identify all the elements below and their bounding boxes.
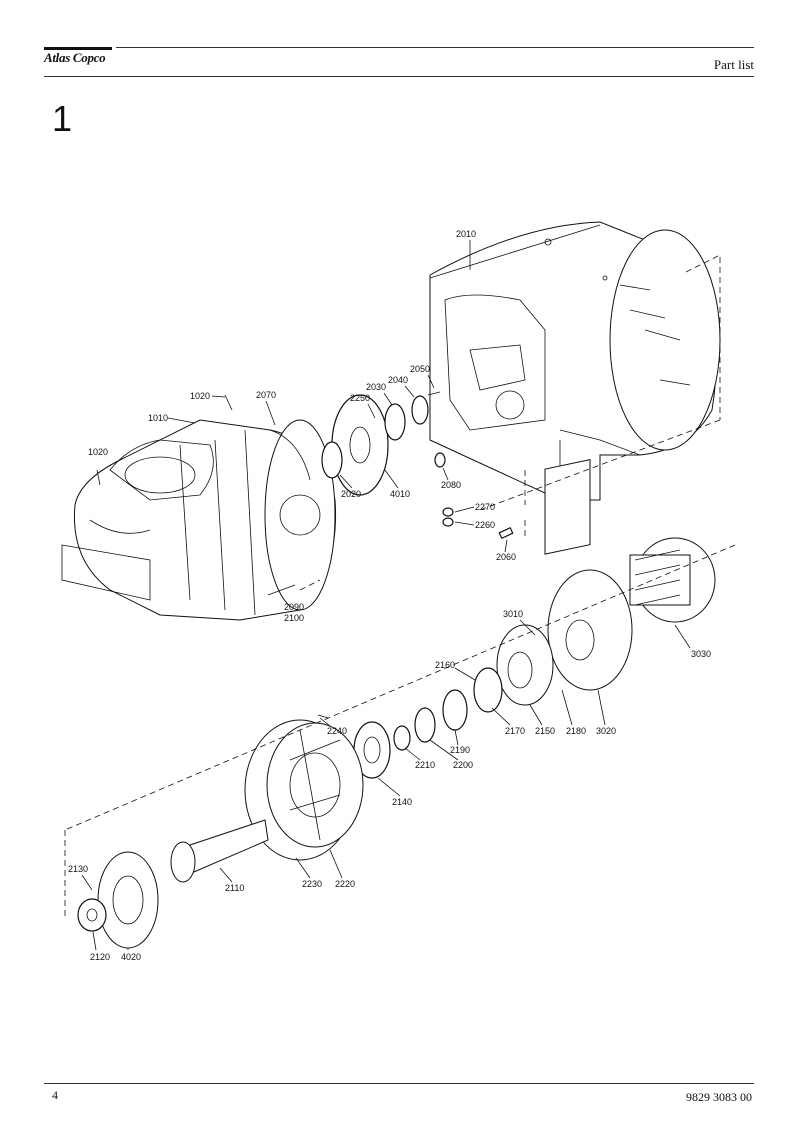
callout-2030: 2030 <box>366 382 386 392</box>
callout-2260: 2260 <box>475 520 495 530</box>
callout-3020: 3020 <box>596 726 616 736</box>
callout-2270: 2270 <box>475 502 495 512</box>
callout-2220: 2220 <box>335 879 355 889</box>
header-rule-bottom <box>44 76 754 77</box>
upper-parts <box>96 391 514 596</box>
callout-2020: 2020 <box>341 489 361 499</box>
callout-2070: 2070 <box>256 390 276 400</box>
callout-2160: 2160 <box>435 660 455 670</box>
callout-2120: 2120 <box>90 952 110 962</box>
callout-3030: 3030 <box>691 649 711 659</box>
logo-bar <box>44 47 112 50</box>
callout-4010: 4010 <box>390 489 410 499</box>
callout-3010: 3010 <box>503 609 523 619</box>
callout-2210: 2210 <box>415 760 435 770</box>
page-title: Part list <box>713 57 754 72</box>
callout-2150: 2150 <box>535 726 555 736</box>
callout-2230: 2230 <box>302 879 322 889</box>
callout-2250: 2250 <box>350 393 370 403</box>
callout-2140: 2140 <box>392 797 412 807</box>
compressor-element <box>61 419 337 621</box>
callout-2180: 2180 <box>566 726 586 736</box>
callout-1020-top: 1020 <box>190 391 210 401</box>
callout-1020-left: 1020 <box>88 447 108 457</box>
header-rule-top <box>116 47 754 48</box>
document-number: 9829 3083 00 <box>686 1090 752 1104</box>
callout-2240: 2240 <box>327 726 347 736</box>
callout-2100: 2100 <box>284 613 304 623</box>
footer-rule <box>44 1083 754 1084</box>
brand-logo: Atlas Copco <box>44 50 106 65</box>
housing-2010 <box>429 221 721 501</box>
callout-2110: 2110 <box>225 883 244 893</box>
callout-2090: 2090 <box>284 602 304 612</box>
callout-2170: 2170 <box>505 726 525 736</box>
page-number: 4 <box>52 1088 58 1102</box>
callout-2040: 2040 <box>388 375 408 385</box>
callout-2200: 2200 <box>453 760 473 770</box>
callout-4020: 4020 <box>121 952 141 962</box>
callout-2080: 2080 <box>441 480 461 490</box>
lower-parts <box>77 458 716 949</box>
assembly-lines <box>64 254 736 920</box>
callout-2010: 2010 <box>456 229 476 239</box>
callout-2190: 2190 <box>450 745 470 755</box>
callout-1010: 1010 <box>148 413 168 423</box>
callout-labels: 2010 1020 2070 1010 1020 2030 2040 2050 … <box>68 229 711 962</box>
callout-2130: 2130 <box>68 864 88 874</box>
chapter-number: 1 <box>52 98 73 139</box>
callout-2050: 2050 <box>410 364 430 374</box>
callout-2060: 2060 <box>496 552 516 562</box>
